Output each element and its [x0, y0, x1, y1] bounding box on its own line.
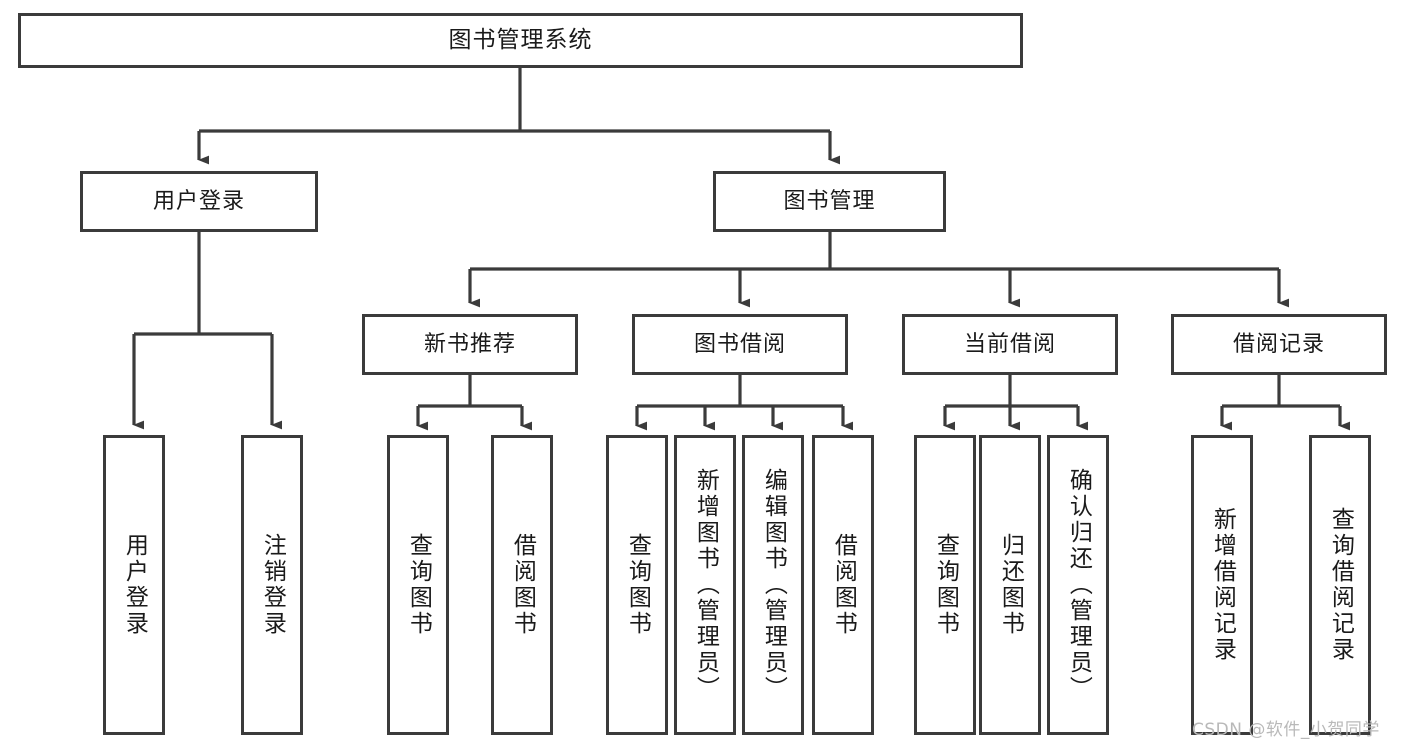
node-label: 图书借阅 [693, 331, 786, 357]
node-label: 注销登录 [259, 533, 286, 637]
node-label: 借阅记录 [1232, 331, 1325, 357]
leaf-borrow-book-1[interactable]: 借阅图书 [491, 435, 553, 735]
node-label: 编辑图书（管理员） [760, 468, 787, 702]
node-book-borrow[interactable]: 图书借阅 [632, 314, 848, 375]
node-label: 新书推荐 [423, 331, 516, 357]
node-book-manage[interactable]: 图书管理 [713, 171, 946, 232]
node-borrow-record[interactable]: 借阅记录 [1171, 314, 1387, 375]
node-label: 确认归还（管理员） [1065, 468, 1092, 702]
node-label: 借阅图书 [509, 533, 536, 637]
node-label: 用户登录 [152, 188, 245, 214]
leaf-query-record[interactable]: 查询借阅记录 [1309, 435, 1371, 735]
leaf-confirm-return[interactable]: 确认归还（管理员） [1047, 435, 1109, 735]
node-label: 借阅图书 [830, 533, 857, 637]
csdn-watermark: CSDN @软件_小贺同学 [1192, 720, 1380, 740]
node-label: 新增借阅记录 [1209, 507, 1236, 663]
leaf-add-record[interactable]: 新增借阅记录 [1191, 435, 1253, 735]
node-label: 图书管理系统 [448, 27, 593, 54]
leaf-logout[interactable]: 注销登录 [241, 435, 303, 735]
leaf-return-book[interactable]: 归还图书 [979, 435, 1041, 735]
node-label: 当前借阅 [963, 331, 1056, 357]
node-label: 新增图书（管理员） [692, 468, 719, 702]
node-new-book-rec[interactable]: 新书推荐 [362, 314, 578, 375]
leaf-borrow-book-2[interactable]: 借阅图书 [812, 435, 874, 735]
leaf-query-book-2[interactable]: 查询图书 [606, 435, 668, 735]
node-label: 用户登录 [121, 533, 148, 637]
node-label: 查询图书 [932, 533, 959, 637]
node-label: 图书管理 [783, 188, 876, 214]
leaf-query-book-1[interactable]: 查询图书 [387, 435, 449, 735]
node-user-login[interactable]: 用户登录 [80, 171, 318, 232]
leaf-add-book[interactable]: 新增图书（管理员） [674, 435, 736, 735]
leaf-edit-book[interactable]: 编辑图书（管理员） [742, 435, 804, 735]
leaf-user-login[interactable]: 用户登录 [103, 435, 165, 735]
node-label: 查询图书 [405, 533, 432, 637]
node-label: 查询图书 [624, 533, 651, 637]
node-label: 查询借阅记录 [1327, 507, 1354, 663]
node-root-system[interactable]: 图书管理系统 [18, 13, 1023, 68]
node-label: 归还图书 [997, 533, 1024, 637]
leaf-query-book-3[interactable]: 查询图书 [914, 435, 976, 735]
node-current-borrow[interactable]: 当前借阅 [902, 314, 1118, 375]
